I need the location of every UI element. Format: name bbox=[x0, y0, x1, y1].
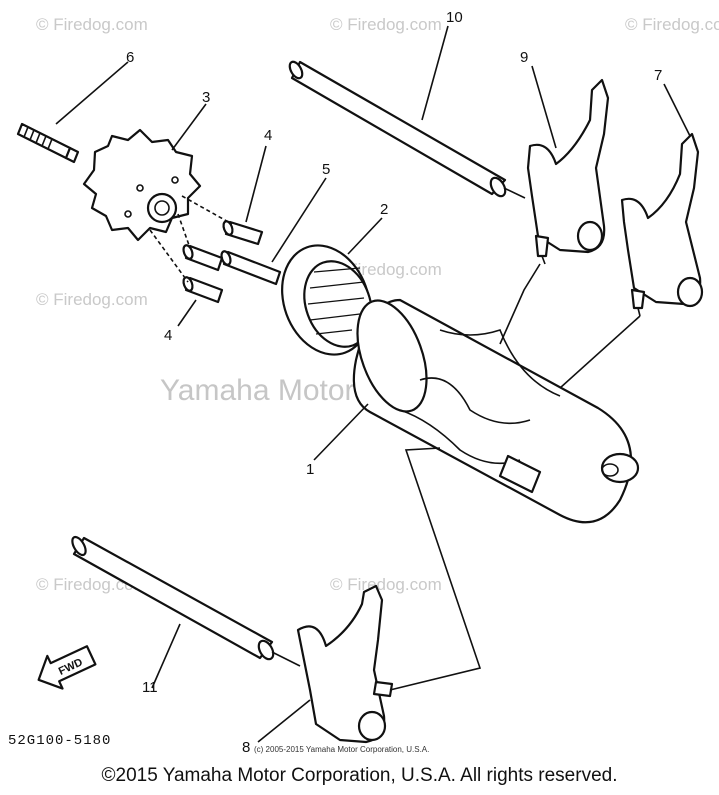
callout-8: 8 bbox=[242, 739, 250, 756]
callout-numbers: 1 2 3 4 4 5 6 7 8 9 10 11 bbox=[126, 9, 662, 756]
part-3-segment bbox=[82, 128, 202, 242]
leader-lines bbox=[55, 25, 691, 743]
callout-3: 3 bbox=[202, 89, 210, 106]
part-6-screw bbox=[16, 122, 80, 164]
part-4-dowel-pin-lower bbox=[182, 276, 224, 304]
callout-10: 10 bbox=[446, 9, 463, 26]
small-copyright: (c) 2005-2015 Yamaha Motor Corporation, … bbox=[254, 745, 429, 754]
watermark-text: © Firedog.com bbox=[330, 575, 442, 594]
part-2-bearing bbox=[281, 244, 373, 356]
callout-9: 9 bbox=[520, 49, 528, 66]
part-5-pin bbox=[220, 250, 282, 286]
watermark-text: © Firedog.com bbox=[625, 15, 719, 34]
part-9-shift-fork bbox=[526, 78, 610, 265]
callout-1: 1 bbox=[306, 461, 314, 478]
callout-5: 5 bbox=[322, 161, 330, 178]
callout-4-upper: 4 bbox=[264, 127, 272, 144]
fwd-arrow: FWD bbox=[37, 645, 97, 690]
connector-lines bbox=[389, 263, 641, 691]
watermark-text: © Firedog.com bbox=[36, 290, 148, 309]
watermark-text: © Firedog.com bbox=[36, 15, 148, 34]
callout-2: 2 bbox=[380, 201, 388, 218]
part-4-dowel-pin-upper bbox=[222, 220, 264, 246]
callout-4-lower: 4 bbox=[164, 327, 172, 344]
callout-11: 11 bbox=[142, 679, 158, 696]
part-8-shift-fork bbox=[296, 584, 394, 744]
callout-7: 7 bbox=[654, 67, 662, 84]
copyright-footer: ©2015 Yamaha Motor Corporation, U.S.A. A… bbox=[101, 765, 618, 786]
part-1-shift-cam-drum bbox=[352, 298, 640, 524]
extra-pin bbox=[182, 244, 224, 272]
part-11-shift-fork-guide-bar bbox=[71, 535, 301, 667]
watermark-text: © Firedog.com bbox=[330, 15, 442, 34]
part-7-shift-fork bbox=[620, 132, 704, 317]
diagram-code: 52G100-5180 bbox=[8, 733, 111, 749]
part-10-shift-fork-guide-bar bbox=[288, 60, 526, 199]
callout-6: 6 bbox=[126, 49, 134, 66]
